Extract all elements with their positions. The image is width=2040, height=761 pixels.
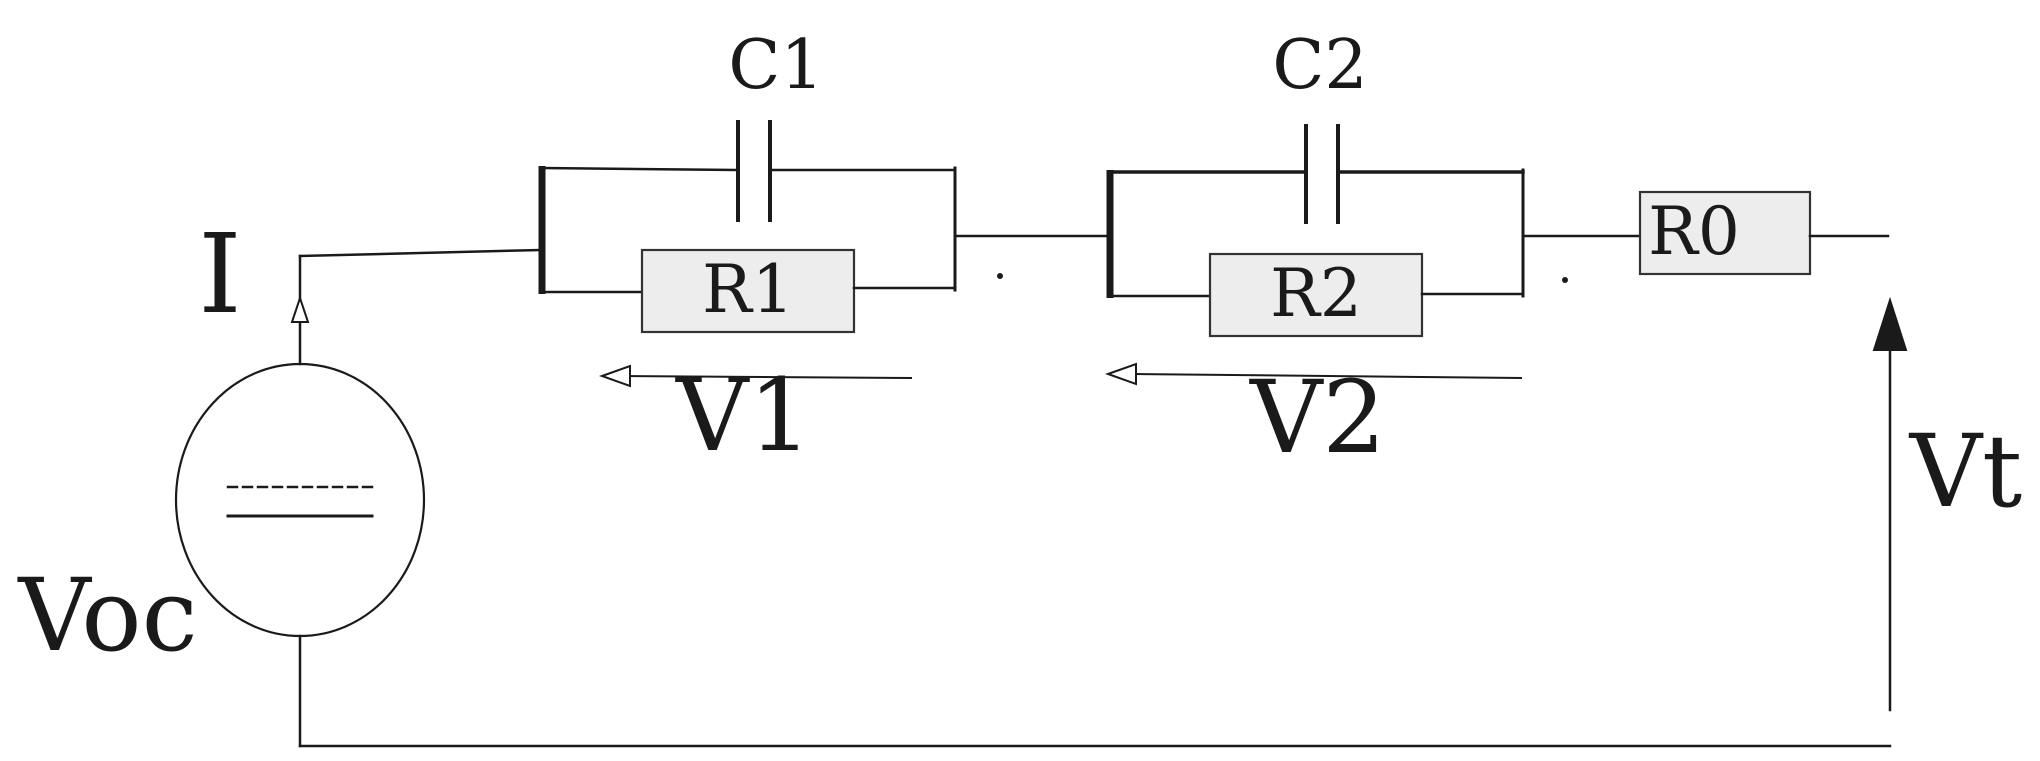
r1-label: R1: [702, 251, 794, 328]
voltage-source-body: [174, 362, 426, 638]
v2-arrow-head: [1105, 362, 1137, 386]
r0-label: R0: [1648, 193, 1740, 270]
current-arrow-head: [290, 294, 310, 323]
rc-block-1: [538, 120, 957, 334]
wire-to-rc1: [298, 248, 542, 258]
r2-resistor: [1208, 252, 1424, 338]
node-dot-2: [1562, 277, 1568, 283]
c1-label: C1: [728, 26, 823, 105]
r2-label: R2: [1270, 255, 1362, 332]
source-voltage-label: Voc: [17, 557, 197, 674]
r0-resistor: [1638, 190, 1812, 276]
rc1-top-wire-left: [540, 166, 738, 172]
terminal-voltage-arrow-head: [1872, 296, 1908, 351]
node-dot-1: [997, 273, 1003, 279]
terminal-voltage-label: Vt: [1909, 413, 2022, 530]
v1-label: V1: [675, 357, 812, 474]
v2-label: V2: [1249, 359, 1386, 476]
r1-resistor: [640, 248, 856, 334]
v1-arrow-head: [599, 364, 631, 388]
current-label: I: [198, 210, 241, 338]
v1-arrow-line: [625, 375, 913, 379]
rc-block-2: [1106, 124, 1525, 338]
voltage-source: [174, 362, 426, 638]
c2-label: C2: [1272, 26, 1367, 105]
v2-arrow-line: [1131, 373, 1523, 379]
